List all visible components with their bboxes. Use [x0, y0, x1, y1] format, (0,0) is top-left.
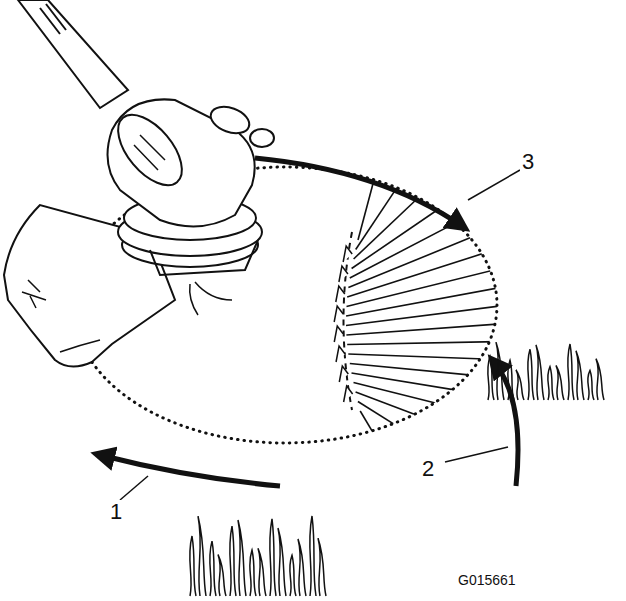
grass-stub	[344, 386, 353, 402]
leader-line	[468, 170, 520, 200]
grass-blade	[210, 541, 216, 596]
cut-line	[346, 324, 505, 336]
cut-line	[356, 392, 425, 418]
grass-blade	[496, 342, 504, 400]
figure-code: G015661	[456, 572, 518, 588]
cut-line	[350, 219, 464, 278]
leader-line	[445, 447, 508, 462]
grass-blade	[556, 365, 564, 400]
grass-blade	[548, 367, 554, 400]
cut-line	[352, 205, 446, 269]
grass-stub	[343, 246, 352, 262]
grass-stub	[336, 286, 345, 302]
cut-line	[350, 364, 479, 376]
cut-line	[354, 383, 446, 406]
grass-blade	[270, 519, 276, 596]
grass	[488, 342, 604, 400]
grass-blade	[516, 370, 524, 400]
cut-line	[358, 402, 401, 429]
grass-blade	[318, 538, 326, 596]
motion-arrow	[100, 455, 280, 486]
leader-line	[120, 476, 148, 500]
grass-blade	[568, 344, 574, 400]
cut-line	[347, 251, 491, 297]
cut-line	[348, 354, 491, 359]
grass-blade	[250, 550, 256, 596]
callout-number: 3	[520, 150, 536, 174]
cut-stubs	[334, 246, 352, 402]
grass-blade	[310, 516, 316, 596]
grass-blade	[278, 528, 286, 596]
grass-blade	[508, 360, 514, 400]
cut-line	[352, 373, 464, 391]
grass-stub	[336, 346, 345, 362]
grass-blade	[198, 516, 206, 596]
grass-blade	[290, 555, 296, 596]
grass-blade	[528, 349, 534, 400]
grass-blade	[258, 548, 266, 596]
cut-line	[360, 411, 376, 437]
callout-number: 2	[420, 457, 436, 481]
grass-blade	[576, 351, 584, 400]
cut-swath	[346, 173, 508, 438]
grass-blade	[218, 555, 226, 596]
cut-line	[346, 305, 508, 326]
cut-line	[346, 287, 506, 317]
grass	[190, 516, 326, 596]
grass-stub	[334, 306, 343, 322]
callout-number: 1	[108, 500, 124, 524]
grass-blade	[230, 526, 236, 596]
grass-blade	[588, 370, 594, 400]
cut-line	[347, 268, 501, 306]
grass-stub	[339, 366, 348, 382]
grass-blade	[536, 345, 544, 400]
grass-blade	[190, 536, 196, 596]
grass-blade	[488, 357, 494, 401]
grass-stub	[339, 266, 348, 282]
grass-blade	[298, 539, 306, 596]
grass-stub	[334, 326, 343, 342]
motion-arrow	[255, 158, 462, 226]
swath-edge	[344, 232, 353, 410]
grass-blade	[596, 359, 604, 400]
grass-blade	[238, 520, 246, 596]
trimmer-head	[106, 99, 274, 315]
trimmer-shaft	[18, 0, 128, 108]
cut-line	[347, 342, 500, 345]
